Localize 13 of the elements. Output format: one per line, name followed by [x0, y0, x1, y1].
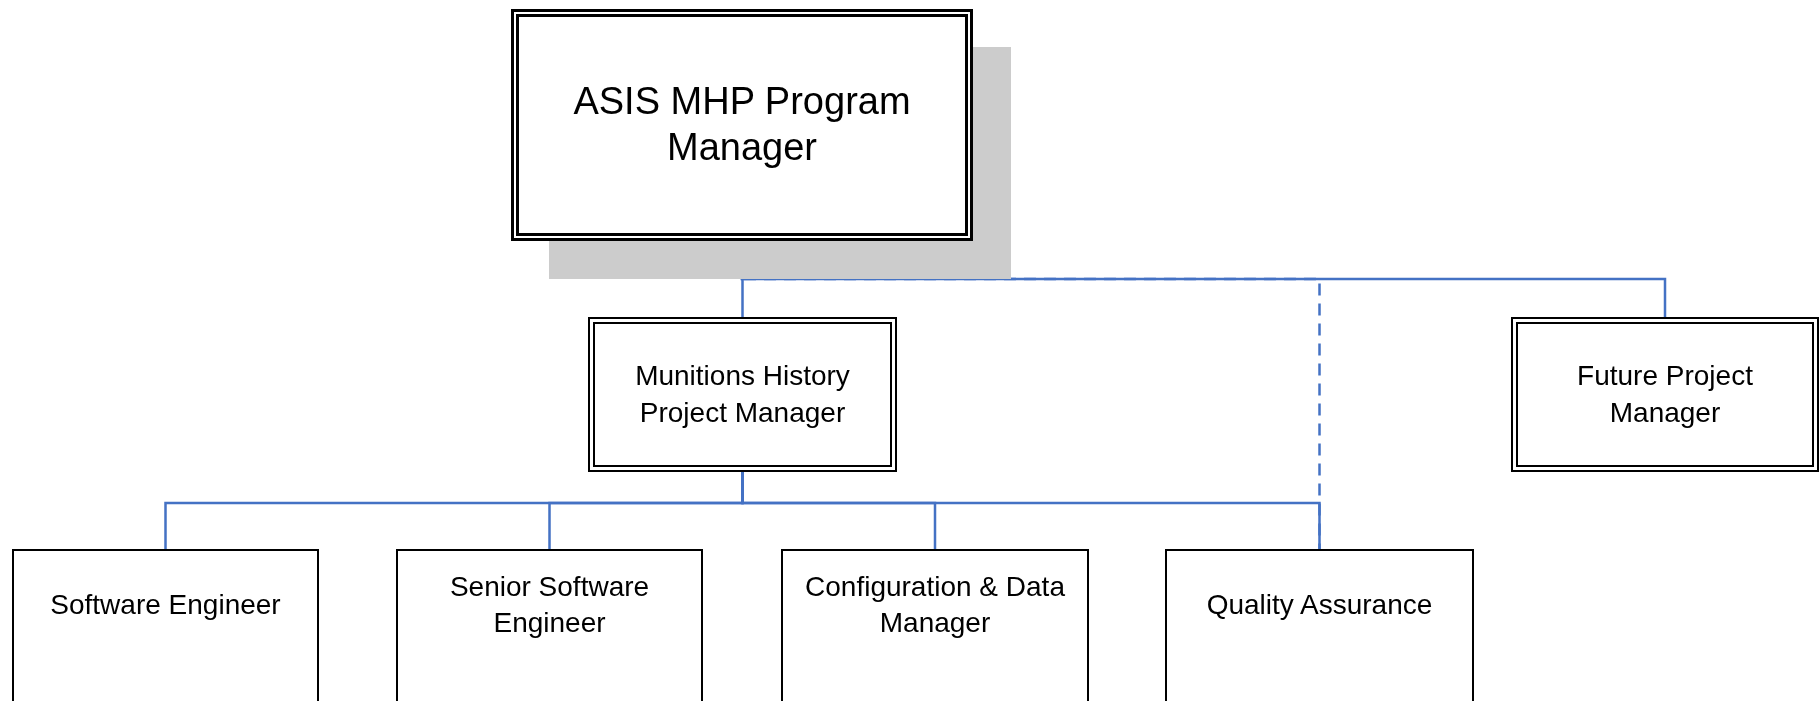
position-title: Quality Assurance: [1206, 587, 1433, 622]
position-box: [588, 317, 897, 472]
position-box: [12, 549, 319, 701]
position-title: Future Project Manager: [1576, 359, 1754, 430]
position-box: [781, 549, 1089, 701]
position-title: Senior Software Engineer: [448, 569, 651, 640]
position-title: Software Engineer: [50, 587, 281, 622]
position-title: Munitions History Project Manager: [634, 359, 851, 430]
position-box: [1511, 317, 1819, 472]
position-title: Configuration & Data Manager: [804, 569, 1066, 640]
position-title: ASIS MHP Program Manager: [572, 79, 912, 170]
position-box: [396, 549, 703, 701]
position-box: [1165, 549, 1474, 701]
